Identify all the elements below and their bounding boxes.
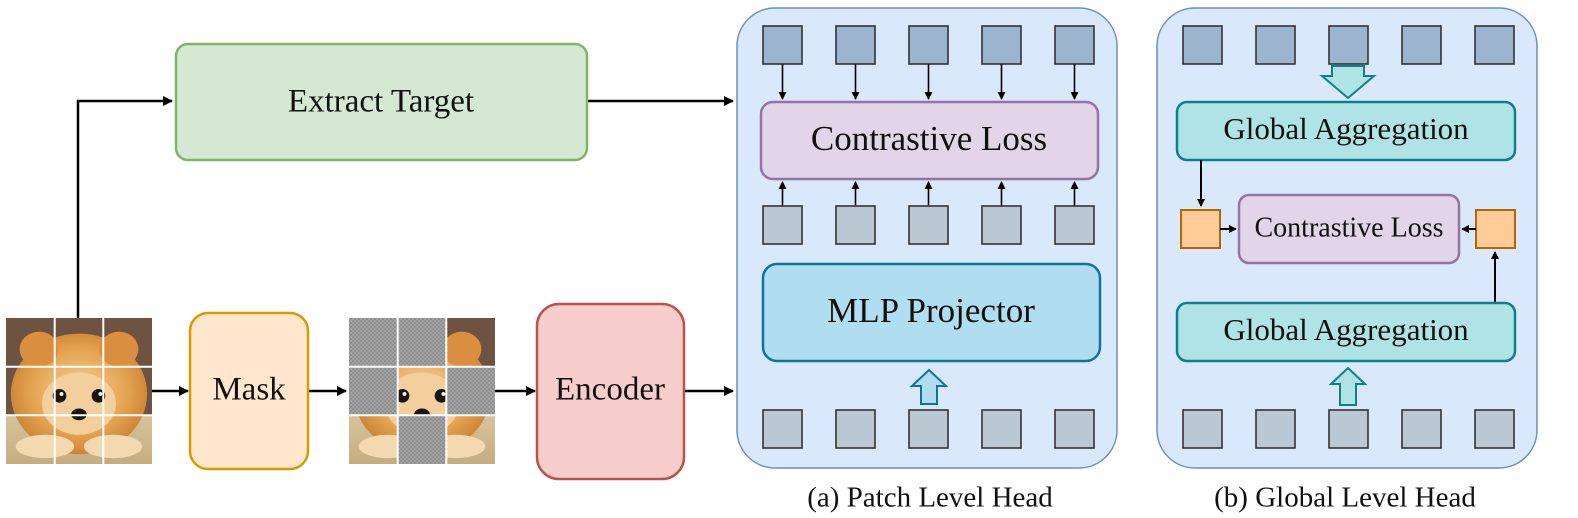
masked-image: [349, 318, 495, 464]
global-input-token-1: [1182, 409, 1223, 449]
masked-patch: [349, 366, 398, 416]
global-target-token: [1180, 209, 1221, 249]
patch-projected-tokens: [762, 205, 1095, 245]
global-contrastive-loss-label: Contrastive Loss: [1255, 212, 1444, 243]
input-token-1: [762, 409, 803, 449]
global-input-up-arrow: [1328, 366, 1368, 406]
masked-patch: [349, 318, 398, 367]
global-feature-token: [1475, 209, 1516, 249]
target-token-3: [908, 25, 949, 65]
patch-contrastive-loss-label: Contrastive Loss: [811, 119, 1047, 158]
extract-target-label: Extract Target: [288, 84, 474, 120]
arrow-image-to-extract: [76, 96, 173, 318]
global-aggregation-top-label: Global Aggregation: [1223, 111, 1469, 146]
global-contrastive-loss-box: [1237, 193, 1461, 265]
target-token-1: [762, 25, 803, 65]
mlp-projector-box: [761, 262, 1102, 363]
input-token-3: [908, 409, 949, 449]
global-aggregation-bottom-label: Global Aggregation: [1223, 312, 1469, 347]
global-input-token-2: [1255, 409, 1296, 449]
encoder-label: Encoder: [555, 372, 665, 408]
global-target-token-cell-2: [1255, 25, 1296, 65]
mask-box: [188, 311, 310, 471]
global-target-token-cell-1: [1182, 25, 1223, 65]
global-target-tokens: [1182, 25, 1515, 65]
input-image: [6, 318, 152, 464]
projected-token-1: [762, 205, 803, 245]
global-target-token-cell-3: [1328, 25, 1369, 65]
mask-label: Mask: [212, 372, 286, 408]
patch-head-caption: (a) Patch Level Head: [807, 482, 1053, 514]
input-token-5: [1054, 409, 1095, 449]
target-to-loss-arrows: [778, 64, 1079, 100]
global-input-token-3: [1328, 409, 1369, 449]
patch-input-up-arrow: [909, 368, 949, 405]
masked-patch: [446, 366, 495, 416]
masked-patch: [397, 318, 447, 367]
global-head-caption: (b) Global Level Head: [1214, 482, 1476, 514]
global-target-token-cell-5: [1474, 25, 1515, 65]
projected-token-5: [1054, 205, 1095, 245]
target-token-2: [835, 25, 876, 65]
patch-contrastive-loss-box: [759, 100, 1100, 181]
target-token-4: [981, 25, 1022, 65]
global-input-tokens: [1182, 409, 1515, 449]
input-token-4: [981, 409, 1022, 449]
encoder-box: [535, 302, 686, 481]
global-target-token-cell-4: [1401, 25, 1442, 65]
target-token-5: [1054, 25, 1095, 65]
projected-token-2: [835, 205, 876, 245]
extract-target-box: [174, 42, 589, 162]
masked-patch-grid: [349, 318, 495, 464]
input-token-2: [835, 409, 876, 449]
mlp-projector-label: MLP Projector: [827, 291, 1035, 330]
global-aggregation-bottom-box: [1175, 301, 1517, 363]
projected-token-3: [908, 205, 949, 245]
global-target-down-arrow: [1319, 65, 1377, 100]
feature-to-loss-arrows: [778, 181, 1079, 206]
patch-input-tokens: [762, 409, 1095, 449]
projected-token-4: [981, 205, 1022, 245]
global-input-token-5: [1474, 409, 1515, 449]
global-input-token-4: [1401, 409, 1442, 449]
global-aggregation-top-box: [1175, 100, 1517, 162]
masked-patch: [397, 415, 447, 464]
